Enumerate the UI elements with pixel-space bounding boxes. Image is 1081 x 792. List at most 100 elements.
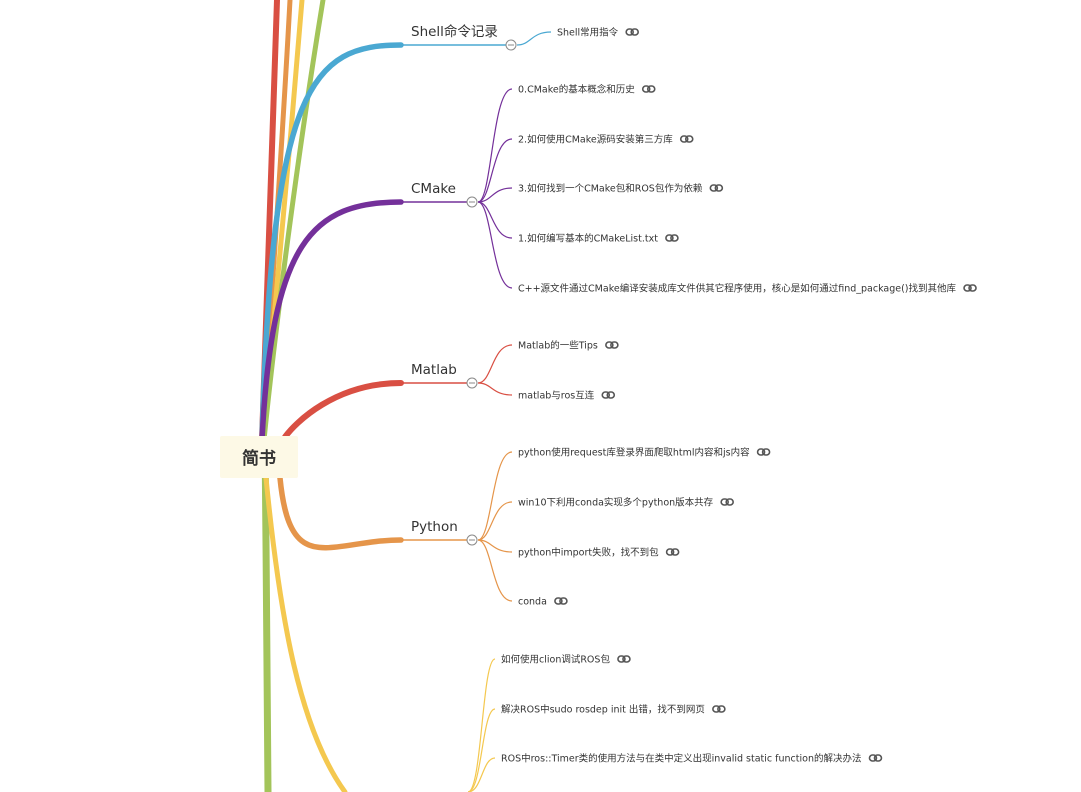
leaf-label: 2.如何使用CMake源码安装第三方库	[518, 134, 673, 146]
leaf-edge	[477, 138, 513, 203]
mind-map-nodes: Shell命令记录 Shell常用指令 CMake 0.CMake的基本概念和历史 2.…	[399, 23, 977, 765]
leaf-label: ROS中ros::Timer类的使用方法与在类中定义出现invalid stat…	[501, 753, 861, 765]
link-icon[interactable]	[709, 184, 724, 192]
link-icon-loop-right	[717, 705, 726, 713]
link-icon[interactable]	[868, 754, 883, 762]
leaf-edge	[477, 501, 513, 541]
leaf-node[interactable]: conda	[518, 597, 568, 608]
leaf-edges	[467, 31, 552, 792]
link-icon[interactable]	[720, 498, 734, 506]
leaf-node[interactable]: win10下利用conda实现多个python版本共存	[518, 497, 734, 509]
link-icon[interactable]	[679, 135, 694, 143]
leaf-label: 1.如何编写基本的CMakeList.txt	[518, 233, 658, 245]
link-icon-loop-left	[709, 184, 719, 192]
branch-shell: Shell命令记录 Shell常用指令	[399, 23, 639, 51]
link-icon[interactable]	[601, 391, 616, 399]
link-icon-loop-left	[641, 85, 651, 93]
leaf-node[interactable]: Shell常用指令	[557, 27, 639, 39]
leaf-label: matlab与ros互连	[518, 390, 595, 402]
stem-green-up	[261, 0, 326, 443]
link-icon[interactable]	[712, 705, 726, 713]
leaf-node[interactable]: python使用request库登录界面爬取html内容和js内容	[518, 447, 771, 459]
leaf-edge	[477, 539, 513, 602]
leaf-edge	[477, 201, 513, 289]
leaf-label: 如何使用clion调试ROS包	[501, 654, 610, 666]
link-icon[interactable]	[665, 234, 679, 242]
leaf-label: C++源文件通过CMake编译安装成库文件供其它程序使用，核心是如何通过find…	[518, 283, 957, 295]
edge-python	[277, 475, 404, 551]
link-icon-loop-left	[665, 548, 675, 556]
branch-cmake: CMake 0.CMake的基本概念和历史 2.如何使用CMake源码安装第三方库 3…	[399, 84, 977, 295]
link-icon[interactable]	[554, 597, 568, 605]
link-icon[interactable]	[617, 655, 631, 663]
leaf-edge	[477, 539, 513, 553]
link-icon-loop-right	[725, 498, 734, 506]
link-icon-loop-right	[873, 754, 883, 762]
link-icon[interactable]	[605, 341, 619, 349]
leaf-edge	[477, 88, 513, 203]
leaf-node[interactable]: 3.如何找到一个CMake包和ROS包作为依赖	[518, 183, 724, 195]
link-icon-loop-right	[670, 234, 679, 242]
leaf-node[interactable]: C++源文件通过CMake编译安装成库文件供其它程序使用，核心是如何通过find…	[518, 283, 977, 295]
link-icon-loop-left	[868, 754, 878, 762]
link-icon[interactable]	[625, 28, 639, 36]
leaf-node[interactable]: 1.如何编写基本的CMakeList.txt	[518, 233, 679, 245]
leaf-label: python中import失败，找不到包	[518, 547, 659, 559]
link-icon-loop-left	[601, 391, 611, 399]
leaf-label: Shell常用指令	[557, 27, 619, 39]
leaf-node[interactable]: Matlab的一些Tips	[518, 340, 619, 352]
collapse-toggle-shell[interactable]	[505, 39, 517, 51]
leaf-node[interactable]: 如何使用clion调试ROS包	[501, 654, 631, 666]
branch-label-matlab[interactable]: Matlab	[411, 362, 457, 378]
root-node[interactable]: 简书	[220, 436, 298, 478]
link-icon-loop-right	[714, 184, 724, 192]
link-icon-loop-left	[679, 135, 689, 143]
leaf-node[interactable]: 0.CMake的基本概念和历史	[518, 84, 656, 96]
branch-label-shell[interactable]: Shell命令记录	[411, 23, 498, 40]
link-icon-loop-left	[712, 705, 721, 713]
branch-label-python[interactable]: Python	[411, 519, 458, 535]
link-icon-loop-right	[606, 391, 616, 399]
link-icon-loop-left	[605, 341, 614, 349]
collapse-toggle-matlab[interactable]	[466, 377, 478, 389]
link-icon-loop-left	[625, 28, 634, 36]
leaf-edge	[516, 31, 552, 46]
leaf-label: conda	[518, 597, 547, 608]
branch-edges	[259, 0, 404, 792]
link-icon[interactable]	[665, 548, 680, 556]
link-icon-loop-left	[720, 498, 729, 506]
branch-python: Python python使用request库登录界面爬取html内容和js内容 w…	[399, 447, 771, 608]
leaf-edge	[477, 201, 513, 239]
leaf-edge	[477, 344, 513, 384]
root-label: 简书	[242, 448, 276, 469]
leaf-edge	[477, 451, 513, 541]
root-box	[220, 436, 298, 478]
leaf-node[interactable]: matlab与ros互连	[518, 390, 616, 402]
link-icon-loop-left	[756, 448, 766, 456]
leaf-label: python使用request库登录界面爬取html内容和js内容	[518, 447, 750, 459]
link-icon-loop-right	[968, 284, 977, 292]
link-icon[interactable]	[963, 284, 977, 292]
leaf-node[interactable]: python中import失败，找不到包	[518, 547, 680, 559]
collapse-toggle-cmake[interactable]	[466, 196, 478, 208]
link-icon-loop-right	[559, 597, 568, 605]
link-icon-loop-left	[665, 234, 674, 242]
edge-shell	[259, 42, 404, 443]
link-icon-loop-right	[670, 548, 680, 556]
link-icon-loop-right	[610, 341, 619, 349]
link-icon[interactable]	[641, 85, 656, 93]
leaf-node[interactable]: ROS中ros::Timer类的使用方法与在类中定义出现invalid stat…	[501, 753, 883, 765]
leaf-label: 解决ROS中sudo rosdep init 出错，找不到网页	[501, 704, 705, 716]
leaf-node[interactable]: 2.如何使用CMake源码安装第三方库	[518, 134, 694, 146]
leaf-label: 3.如何找到一个CMake包和ROS包作为依赖	[518, 183, 703, 195]
link-icon-loop-right	[646, 85, 656, 93]
leaf-edge	[467, 708, 496, 792]
collapse-toggle-python[interactable]	[466, 534, 478, 546]
branch-label-cmake[interactable]: CMake	[411, 181, 456, 197]
leaf-edge	[477, 187, 513, 203]
leaf-node[interactable]: 解决ROS中sudo rosdep init 出错，找不到网页	[501, 704, 726, 716]
branch-matlab: Matlab Matlab的一些Tips matlab与ros互连	[399, 340, 619, 402]
link-icon[interactable]	[756, 448, 771, 456]
